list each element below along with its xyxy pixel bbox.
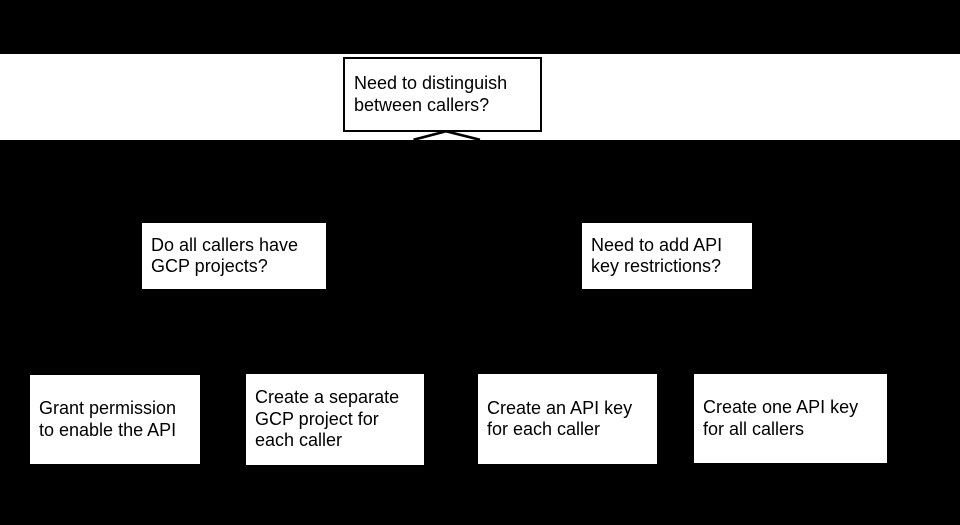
- outcome-node-grant-permission: Grant permission to enable the API: [30, 375, 200, 464]
- decision-node-label: Need to add API key restrictions?: [591, 234, 723, 277]
- outcome-node-label: Create one API key for all callers: [703, 397, 859, 439]
- outcome-node-api-key-all-callers: Create one API key for all callers: [694, 374, 887, 463]
- outcome-node-label: Create an API key for each caller: [487, 397, 633, 440]
- decision-node-key-restrictions: Need to add API key restrictions?: [582, 223, 752, 289]
- decision-node-label: Do all callers have GCP projects?: [151, 234, 299, 277]
- outcome-node-label: Grant permission to enable the API: [39, 398, 177, 440]
- decision-node-gcp-projects: Do all callers have GCP projects?: [142, 223, 326, 289]
- outcome-node-label: Create a separate GCP project for each c…: [255, 387, 400, 451]
- decision-node-label: Need to distinguish between callers?: [354, 73, 508, 115]
- outcome-node-api-key-per-caller: Create an API key for each caller: [478, 374, 657, 464]
- decision-node-distinguish-callers: Need to distinguish between callers?: [343, 57, 542, 132]
- outcome-node-separate-gcp-project: Create a separate GCP project for each c…: [246, 374, 424, 465]
